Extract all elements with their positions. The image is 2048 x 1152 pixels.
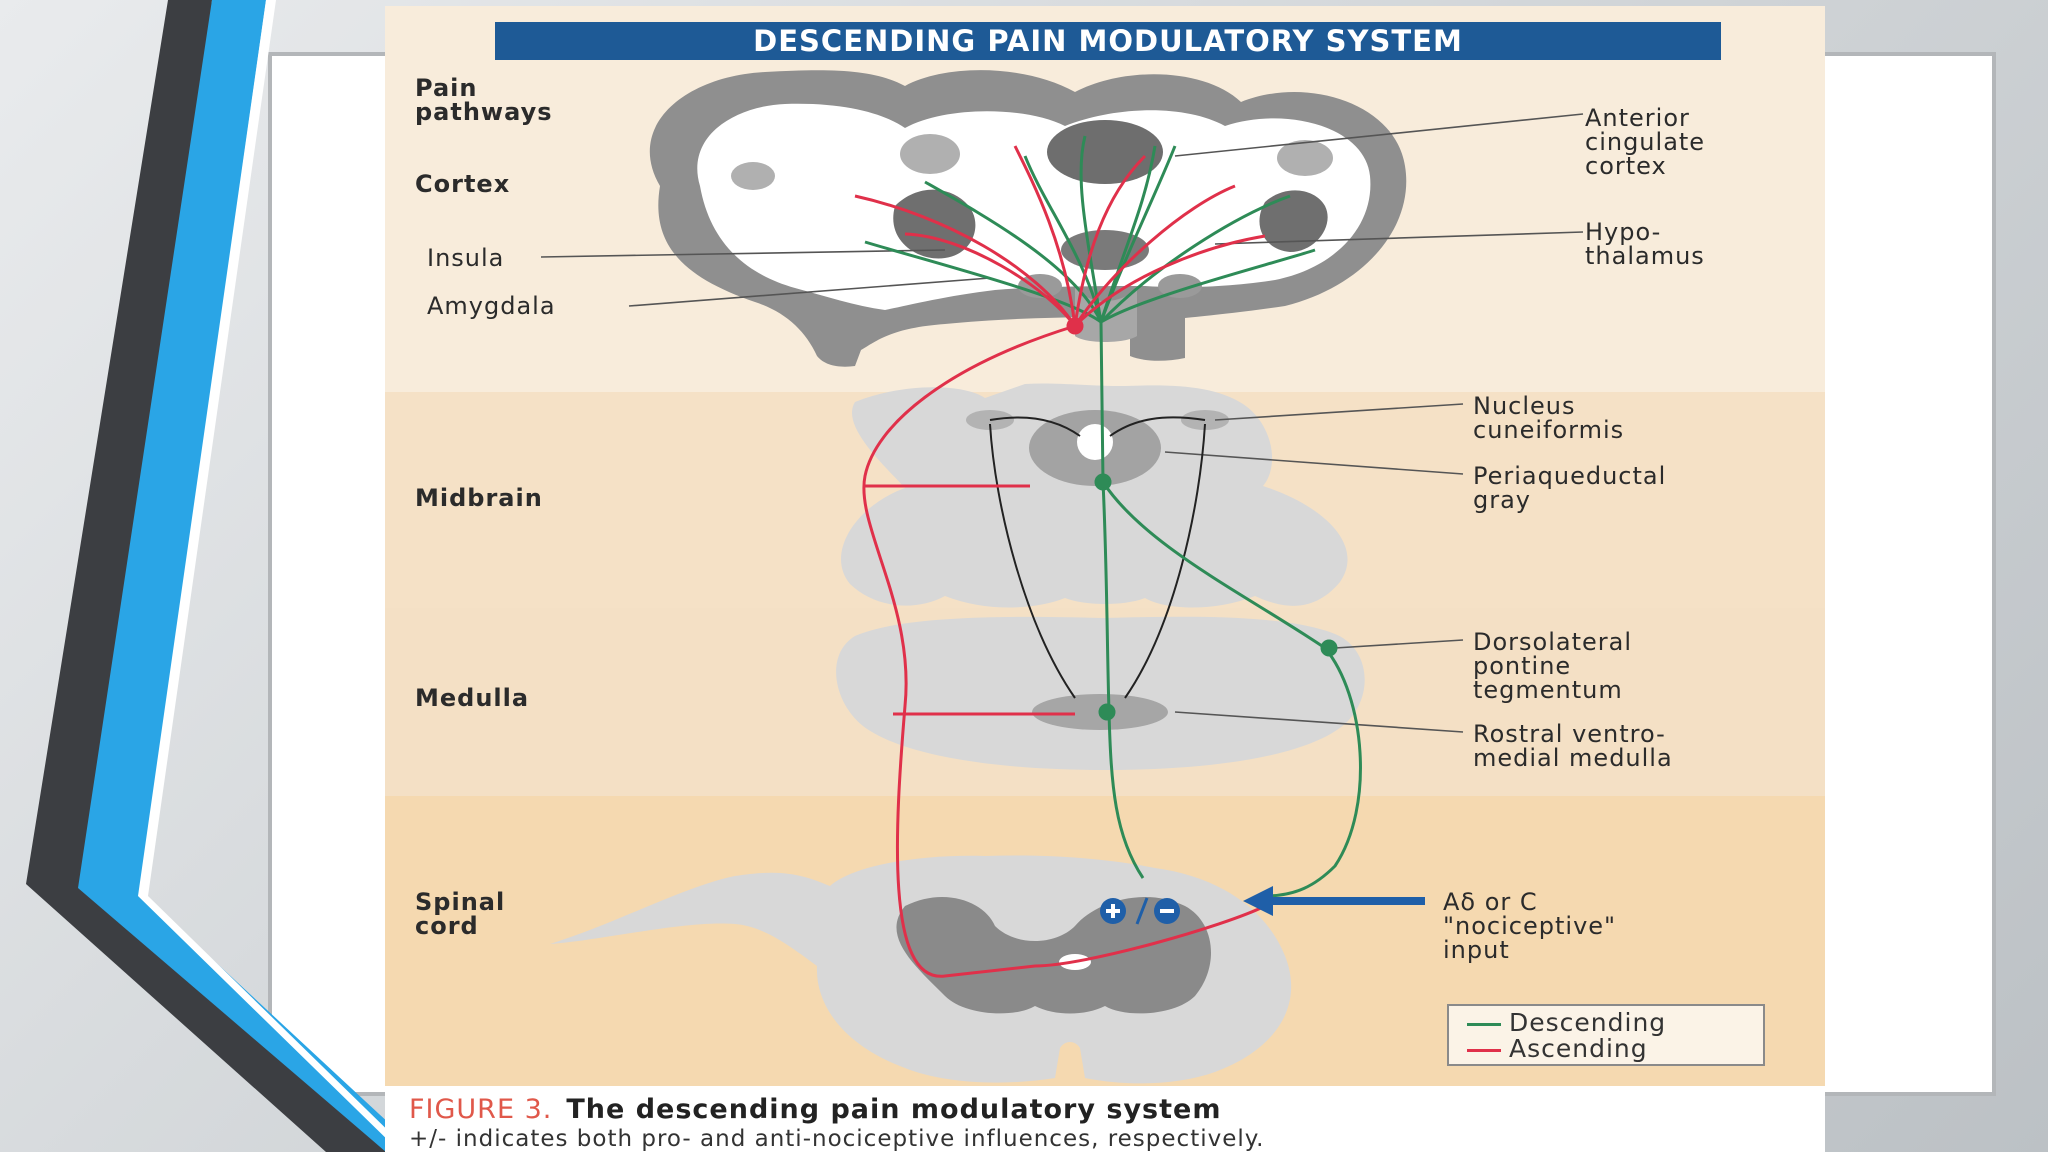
midbrain-section — [841, 383, 1348, 608]
caption-title: The descending pain modulatory system — [566, 1094, 1222, 1125]
legend-descending-label: Descending — [1509, 1008, 1667, 1037]
figure-caption: FIGURE 3. The descending pain modulatory … — [385, 1086, 1825, 1152]
modulation-symbols — [1100, 897, 1180, 925]
diagram-figure: DESCENDING PAIN MODULATORY SYSTEM Pain p… — [385, 6, 1825, 1152]
label-dorsolateral-pontine-tegmentum: Dorsolateral pontine tegmentum — [1473, 628, 1633, 704]
legend-descending: Descending — [1467, 1010, 1666, 1036]
legend-ascending-label: Ascending — [1509, 1034, 1648, 1063]
label-rostral-ventromedial-medulla: Rostral ventro- medial medulla — [1473, 720, 1673, 772]
label-periaqueductal-gray: Periaqueductal gray — [1473, 462, 1667, 514]
label-midbrain: Midbrain — [415, 484, 543, 512]
label-nucleus-cuneiformis: Nucleus cuneiformis — [1473, 392, 1625, 444]
caption-note: +/- indicates both pro- and anti-nocicep… — [409, 1126, 1265, 1152]
label-nociceptive-input: Aδ or C "nociceptive" input — [1443, 888, 1617, 964]
legend: Descending Ascending — [1447, 1004, 1765, 1066]
caption-title-line: FIGURE 3. The descending pain modulatory … — [409, 1094, 1221, 1125]
caption-figure-number: FIGURE 3. — [409, 1094, 553, 1125]
deco-blue-stripe — [78, 0, 420, 1152]
legend-ascending: Ascending — [1467, 1036, 1648, 1062]
figure-title: DESCENDING PAIN MODULATORY SYSTEM — [495, 22, 1721, 60]
leader-lines — [540, 113, 1584, 733]
label-hypothalamus: Hypo- thalamus — [1585, 218, 1705, 270]
ascending-pathways — [854, 145, 1266, 978]
legend-ascending-swatch — [1467, 1048, 1501, 1052]
label-insula: Insula — [427, 244, 505, 272]
label-pain-pathways: Pain pathways — [415, 74, 553, 126]
label-medulla: Medulla — [415, 684, 530, 712]
label-cortex: Cortex — [415, 170, 511, 198]
deco-white-stripe — [138, 0, 410, 1152]
label-amygdala: Amygdala — [427, 292, 556, 320]
label-anterior-cingulate-cortex: Anterior cingulate cortex — [1585, 104, 1706, 180]
nociceptive-arrow — [1243, 886, 1425, 916]
medulla-section — [836, 616, 1365, 770]
label-spinal-cord: Spinal cord — [415, 888, 506, 940]
black-arrows — [989, 416, 1206, 699]
legend-descending-swatch — [1467, 1022, 1501, 1026]
brain-section — [649, 70, 1407, 367]
slide-decoration — [26, 0, 420, 1152]
